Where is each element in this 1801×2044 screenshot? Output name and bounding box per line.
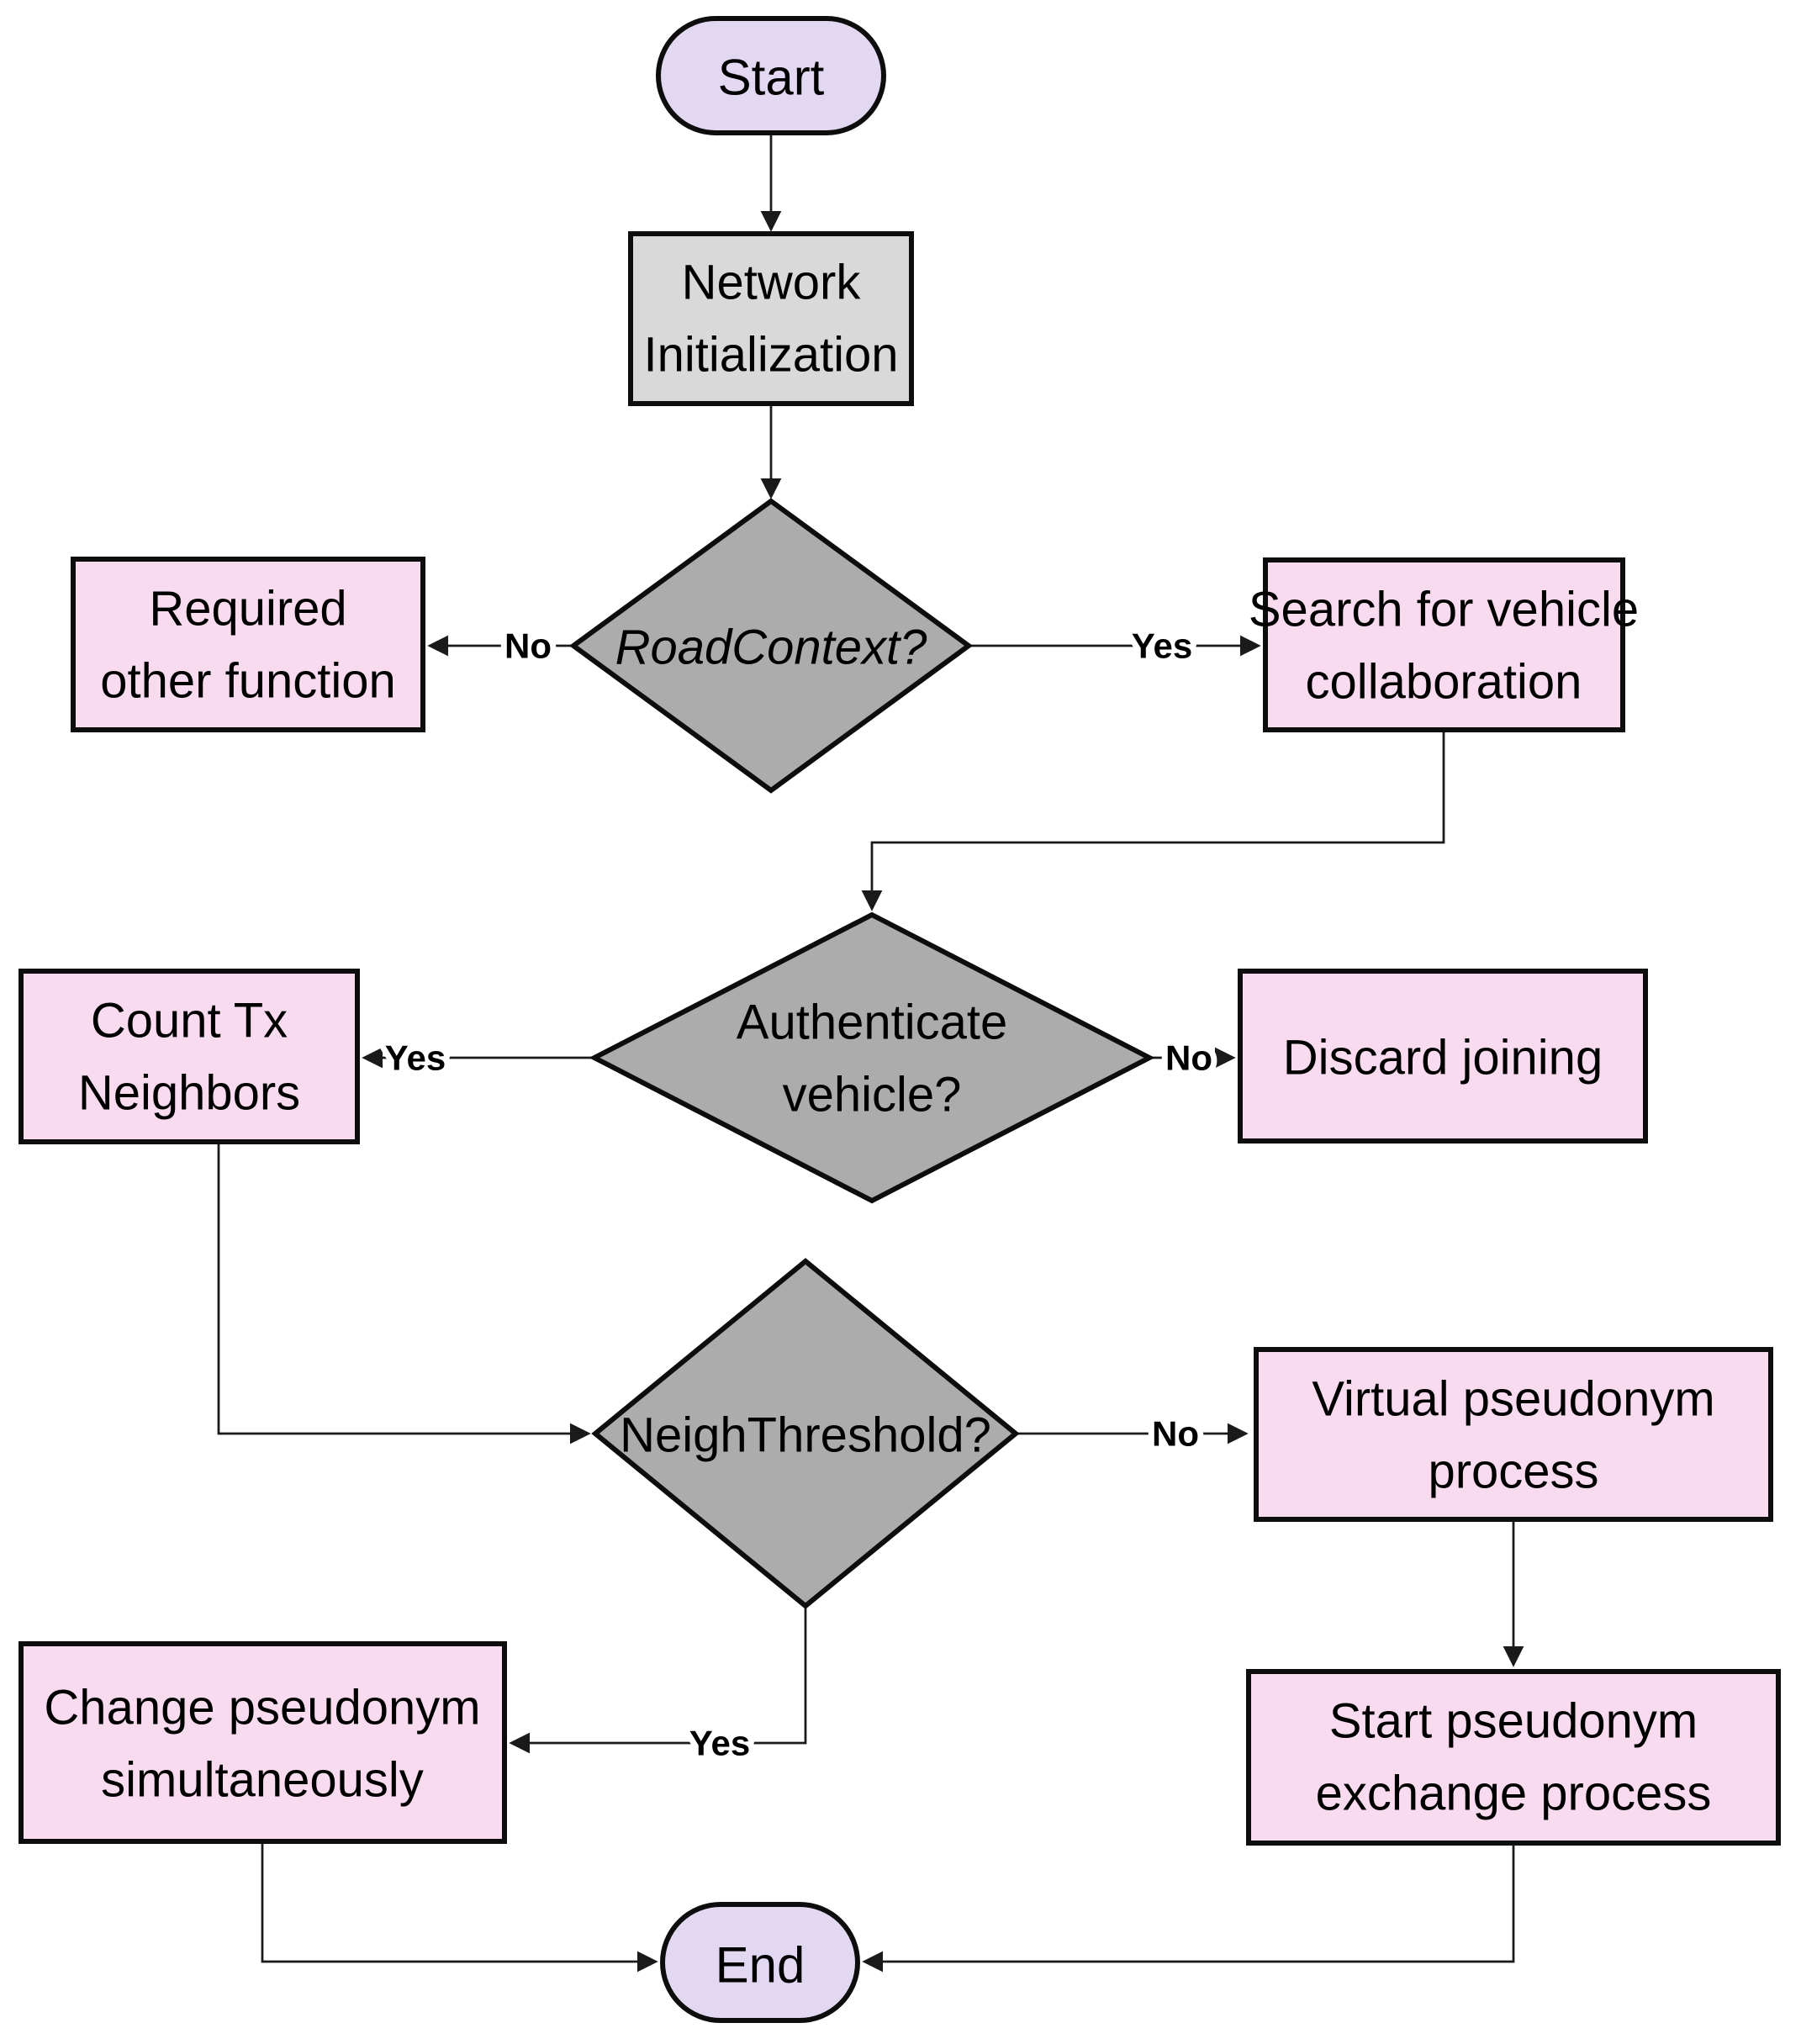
neighthreshold-decision-label: NeighThreshold? (620, 1408, 991, 1463)
virtual-pseudonym-process-shape (1254, 1347, 1773, 1522)
edge-exchange-to-end (862, 1843, 1515, 1973)
end-terminal-label: End (716, 1937, 805, 1994)
start-pseudonym-exchange-shape (1246, 1669, 1781, 1846)
edge-label-roadcontext-yes: Yes (1132, 626, 1192, 666)
start-terminal-shape (656, 16, 886, 135)
node-discard-joining: Discard joining (1238, 969, 1648, 1143)
node-end-terminal: End (660, 1902, 860, 2023)
node-start-terminal: Start (656, 16, 886, 135)
discard-joining-shape (1238, 969, 1648, 1143)
count-tx-neighbors-label-line1: Count Tx (91, 994, 288, 1048)
start-pseudonym-exchange-label-line2: exchange process (1316, 1767, 1712, 1821)
authenticate-vehicle-label-line1: Authenticate (737, 996, 1007, 1050)
end-terminal-shape (660, 1902, 860, 2023)
edge-search-to-authenticate (861, 731, 1445, 911)
edge-label-neighthreshold-yes: Yes (689, 1724, 750, 1763)
node-roadcontext-decision: RoadContext? (568, 498, 974, 794)
roadcontext-decision-label: RoadContext? (615, 621, 928, 675)
search-vehicle-collaboration-shape (1263, 557, 1625, 732)
start-pseudonym-exchange-label-line1: Start pseudonym (1329, 1694, 1698, 1749)
edge-label-neighthreshold-no: No (1152, 1414, 1199, 1454)
required-other-function-label-line2: other function (100, 654, 395, 709)
edges (217, 133, 1524, 1973)
search-vehicle-collaboration-label-line1: Search for vehicle (1249, 583, 1639, 637)
count-tx-neighbors-label-line2: Neighbors (78, 1066, 300, 1121)
authenticate-vehicle-label-line2: vehicle? (783, 1068, 962, 1122)
change-pseudonym-label-line1: Change pseudonym (44, 1681, 480, 1735)
edge-label-authenticate-yes: Yes (385, 1038, 446, 1078)
node-authenticate-vehicle-decision: Authenticate vehicle? (589, 911, 1155, 1204)
required-other-function-shape (71, 557, 425, 732)
edge-label-authenticate-no: No (1165, 1038, 1212, 1078)
edge-labels: No Yes Yes No No Yes (379, 621, 1218, 1769)
node-count-tx-neighbors: Count Tx Neighbors (18, 969, 360, 1144)
edge-neighthreshold-yes (509, 1606, 807, 1754)
change-pseudonym-label-line2: simultaneously (101, 1753, 424, 1808)
network-initialization-label-line1: Network (682, 256, 862, 310)
authenticate-vehicle-decision-shape (589, 911, 1155, 1204)
network-initialization-shape (628, 231, 914, 406)
edge-count-to-neighthreshold (217, 1142, 591, 1445)
node-start-pseudonym-exchange: Start pseudonym exchange process (1246, 1669, 1781, 1846)
edge-label-roadcontext-no: No (504, 626, 552, 666)
node-neighthreshold-decision: NeighThreshold? (591, 1258, 1020, 1609)
node-required-other-function: Required other function (71, 557, 425, 732)
node-search-vehicle-collaboration: Search for vehicle collaboration (1249, 557, 1639, 732)
node-network-initialization: Network Initialization (628, 231, 914, 406)
network-initialization-label-line2: Initialization (643, 328, 898, 383)
discard-joining-label: Discard joining (1283, 1031, 1603, 1085)
change-pseudonym-simultaneously-shape (18, 1641, 507, 1844)
required-other-function-label-line1: Required (149, 582, 346, 636)
start-terminal-label: Start (718, 50, 825, 106)
edge-change-to-end (261, 1841, 658, 1973)
count-tx-neighbors-shape (18, 969, 360, 1144)
virtual-pseudonym-process-label-line1: Virtual pseudonym (1312, 1372, 1714, 1427)
roadcontext-decision-shape (568, 498, 974, 794)
node-change-pseudonym-simultaneously: Change pseudonym simultaneously (18, 1641, 507, 1844)
search-vehicle-collaboration-label-line2: collaboration (1306, 655, 1582, 710)
node-virtual-pseudonym-process: Virtual pseudonym process (1254, 1347, 1773, 1522)
virtual-pseudonym-process-label-line2: process (1428, 1445, 1598, 1499)
neighthreshold-decision-shape (591, 1258, 1020, 1609)
